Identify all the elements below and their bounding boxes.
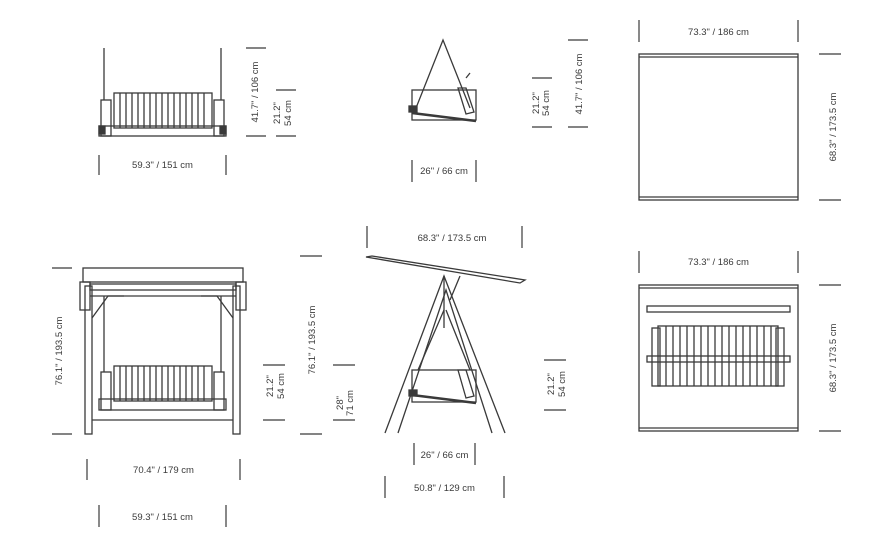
front-hanging-width-label: 59.3" / 151 cm	[132, 160, 193, 171]
right-bracket	[219, 125, 227, 135]
side-hanging-seat-height-cm-label: 54 cm	[541, 90, 552, 116]
top-frame-back-beam	[646, 355, 791, 363]
side-frame-seat-drop-label: 28"	[335, 396, 346, 410]
front-frame-height-label: 76.1" / 193.5 cm	[54, 316, 65, 385]
hanging-swing-side-view	[408, 38, 477, 123]
top-frame-front-beam	[646, 305, 791, 313]
side-hanging-dimensions	[411, 39, 588, 182]
side-frame-dimensions	[263, 226, 566, 498]
front-hanging-seat-height-cm-label: 54 cm	[283, 100, 294, 126]
side-chains	[415, 38, 471, 109]
chain-hook	[465, 72, 471, 79]
top-frame-dimensions	[638, 251, 841, 432]
side-frame-seat-bracket	[408, 389, 418, 397]
top-canopy-depth-label: 68.3" / 173.5 cm	[828, 92, 839, 161]
hanging-swing-front-view	[98, 48, 227, 137]
top-frame-width-label: 73.3" / 186 cm	[688, 257, 749, 268]
top-frame-depth-label: 68.3" / 173.5 cm	[828, 323, 839, 392]
side-frame-height-label: 76.1" / 193.5 cm	[307, 305, 318, 374]
bench-backrest-slats	[119, 93, 205, 128]
side-seat	[411, 111, 477, 123]
side-backrest	[457, 87, 475, 115]
side-hanging-height-label: 41.7" / 106 cm	[574, 53, 585, 114]
left-knee-brace	[91, 295, 124, 319]
front-bench-left-arm	[100, 371, 112, 411]
side-hanging-seat-height-label: 21.2"	[531, 92, 542, 114]
front-frame-seat-width-label: 59.3" / 151 cm	[132, 512, 193, 523]
top-beam	[89, 283, 237, 291]
top-frame-outline	[638, 284, 799, 432]
side-frame-seat-height-cm-label-left: 54 cm	[276, 373, 287, 399]
top-canopy-width-label: 73.3" / 186 cm	[688, 27, 749, 38]
side-frame-seat-height-cm-label-right: 54 cm	[557, 371, 568, 397]
swing-frame-front-view	[79, 267, 247, 435]
top-frame-bench-right-arm	[775, 327, 785, 387]
a-frame-outer	[384, 274, 506, 434]
top-canopy-dimensions	[638, 20, 841, 201]
bench-backrest	[113, 92, 213, 129]
side-frame-seat-drop-cm-label: 71 cm	[345, 390, 356, 416]
canopy-outline	[638, 53, 799, 201]
side-frame-base-label: 50.8" / 129 cm	[414, 483, 475, 494]
side-frame-seat-box	[411, 369, 477, 403]
top-frame-bench	[657, 325, 779, 387]
side-frame-seat	[411, 393, 477, 405]
front-canopy	[82, 267, 244, 283]
side-frame-canopy-label: 68.3" / 173.5 cm	[418, 233, 487, 244]
top-frame-bench-left-arm	[651, 327, 661, 387]
right-knee-brace	[201, 295, 234, 319]
side-left-chain	[417, 309, 445, 371]
side-right-chain	[445, 309, 471, 371]
front-hanging-dimensions	[98, 47, 296, 175]
front-frame-dimensions	[52, 267, 241, 527]
left-post	[84, 285, 93, 435]
side-frame-seat-depth-label: 26" / 66 cm	[421, 450, 469, 461]
side-frame-seat-height-label-right: 21.2"	[546, 373, 557, 395]
front-hanging-seat-height-label: 21.2"	[272, 102, 283, 124]
swing-frame-top-view	[638, 284, 799, 432]
front-bench-backrest	[113, 365, 213, 402]
front-bench-right-arm	[213, 371, 225, 411]
side-canopy	[365, 255, 527, 284]
side-seat-frame	[411, 89, 477, 121]
front-hanging-height-label: 41.7" / 106 cm	[250, 61, 261, 122]
a-frame-top-brace	[449, 275, 461, 301]
side-hanging-depth-label: 26" / 66 cm	[420, 166, 468, 177]
right-post	[232, 285, 241, 435]
swing-frame-side-view	[365, 255, 527, 434]
top-frame-bench-slats	[665, 326, 772, 386]
a-frame-inner	[397, 287, 493, 434]
side-seat-bracket	[408, 105, 418, 113]
front-bench-seat	[98, 398, 227, 411]
front-bench-slats	[119, 366, 205, 401]
canopy-top-view	[638, 53, 799, 201]
left-bracket	[98, 125, 106, 135]
front-frame-outer-width-label: 70.4" / 179 cm	[133, 465, 194, 476]
side-frame-seat-height-label-left: 21.2"	[265, 375, 276, 397]
side-frame-backrest	[457, 369, 475, 399]
